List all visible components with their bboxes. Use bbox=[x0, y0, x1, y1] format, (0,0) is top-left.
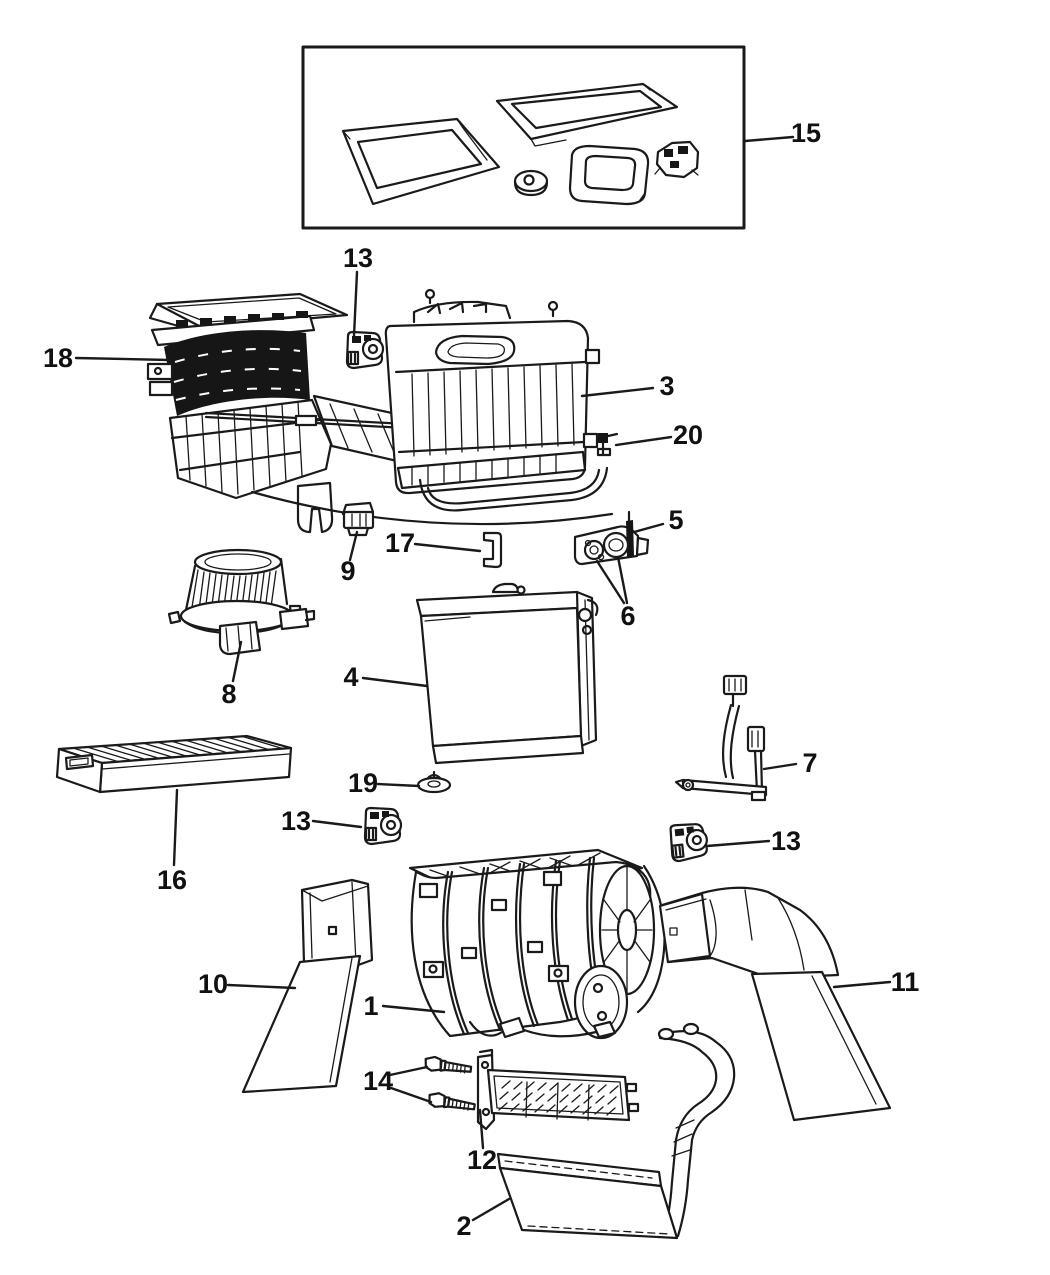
auxiliary-heater-element bbox=[476, 1048, 640, 1131]
callout-9[interactable]: 9 bbox=[340, 530, 359, 586]
evaporator-core bbox=[415, 582, 599, 765]
leader-line bbox=[762, 762, 798, 771]
wiring-harness bbox=[674, 674, 768, 802]
retaining-clip bbox=[596, 432, 619, 457]
cabin-air-filter bbox=[55, 734, 293, 794]
mode-door-actuator-right bbox=[668, 821, 710, 863]
callout-11[interactable]: 11 bbox=[832, 967, 920, 997]
leader-line bbox=[348, 530, 359, 562]
leader-line bbox=[580, 386, 655, 398]
part-number-label[interactable]: 17 bbox=[385, 528, 415, 558]
mounting-bolts bbox=[423, 1054, 477, 1114]
leader-line bbox=[376, 782, 421, 788]
part-number-label[interactable]: 11 bbox=[891, 967, 920, 997]
leader-line bbox=[832, 980, 892, 989]
part-number-label[interactable]: 9 bbox=[340, 556, 355, 586]
callout-13[interactable]: 13 bbox=[281, 806, 363, 836]
leader-line bbox=[614, 435, 673, 447]
callout-1[interactable]: 1 bbox=[363, 991, 446, 1021]
part-number-label[interactable]: 3 bbox=[659, 371, 674, 401]
heater-housing-lower bbox=[408, 848, 666, 1040]
part-number-label[interactable]: 18 bbox=[43, 343, 73, 373]
leader-line bbox=[616, 555, 629, 605]
leader-line bbox=[352, 270, 359, 338]
callout-19[interactable]: 19 bbox=[348, 768, 421, 798]
part-number-label[interactable]: 19 bbox=[348, 768, 378, 798]
callout-10[interactable]: 10 bbox=[198, 969, 297, 999]
leader-line bbox=[478, 1108, 485, 1150]
part-number-label[interactable]: 8 bbox=[221, 679, 236, 709]
callout-7[interactable]: 7 bbox=[762, 748, 818, 778]
callout-20[interactable]: 20 bbox=[614, 420, 703, 450]
evaporator-temp-sensor bbox=[341, 501, 375, 537]
part-number-label[interactable]: 2 bbox=[456, 1211, 471, 1241]
drain-grommet bbox=[416, 770, 452, 794]
callout-8[interactable]: 8 bbox=[221, 640, 243, 709]
part-number-label[interactable]: 7 bbox=[802, 748, 817, 778]
callout-13[interactable]: 13 bbox=[705, 826, 801, 856]
gasket-frame-top bbox=[495, 82, 679, 147]
leader-line bbox=[743, 135, 795, 143]
distribution-duct-right bbox=[658, 886, 892, 1122]
callout-15[interactable]: 15 bbox=[743, 118, 821, 148]
mode-door-actuator-top bbox=[345, 330, 385, 370]
grommet-seal bbox=[513, 169, 549, 197]
callout-14[interactable]: 14 bbox=[363, 1065, 433, 1104]
expansion-valve bbox=[573, 510, 650, 566]
callout-5[interactable]: 5 bbox=[632, 505, 684, 535]
leader-line bbox=[361, 676, 429, 688]
heater-core bbox=[496, 1022, 736, 1240]
leader-line bbox=[595, 559, 626, 605]
leader-line bbox=[311, 819, 363, 829]
tube-clip bbox=[482, 531, 503, 569]
leader-line bbox=[381, 1004, 446, 1014]
part-number-label[interactable]: 4 bbox=[343, 662, 358, 692]
leader-line bbox=[705, 839, 771, 848]
leader-line bbox=[388, 1065, 429, 1077]
part-number-label[interactable]: 14 bbox=[363, 1066, 393, 1096]
duct-seal-ring bbox=[568, 144, 650, 206]
callout-16[interactable]: 16 bbox=[157, 788, 187, 895]
distribution-duct-left bbox=[241, 878, 374, 1094]
part-number-label[interactable]: 20 bbox=[673, 420, 703, 450]
callout-18[interactable]: 18 bbox=[43, 343, 172, 373]
callout-6[interactable]: 6 bbox=[595, 555, 636, 631]
part-number-label[interactable]: 1 bbox=[363, 991, 378, 1021]
leader-line bbox=[74, 356, 172, 362]
part-number-label[interactable]: 15 bbox=[791, 118, 821, 148]
part-number-label[interactable]: 13 bbox=[281, 806, 311, 836]
callout-3[interactable]: 3 bbox=[580, 371, 675, 401]
leader-line bbox=[632, 522, 665, 534]
callout-13[interactable]: 13 bbox=[343, 243, 373, 338]
seal-bracket bbox=[654, 140, 700, 179]
part-number-label[interactable]: 16 bbox=[157, 865, 187, 895]
callout-4[interactable]: 4 bbox=[343, 662, 429, 692]
part-number-label[interactable]: 13 bbox=[771, 826, 801, 856]
leader-line bbox=[389, 1086, 433, 1104]
callout-12[interactable]: 12 bbox=[467, 1108, 497, 1175]
callout-17[interactable]: 17 bbox=[385, 528, 482, 558]
part-number-label[interactable]: 13 bbox=[343, 243, 373, 273]
part-number-label[interactable]: 6 bbox=[620, 601, 635, 631]
blower-motor bbox=[167, 548, 316, 656]
part-number-label[interactable]: 10 bbox=[198, 969, 228, 999]
leader-line bbox=[413, 542, 482, 553]
part-number-label[interactable]: 5 bbox=[668, 505, 683, 535]
seal-kit-box bbox=[301, 45, 746, 230]
gasket-frame-left bbox=[341, 117, 501, 206]
leader-line bbox=[226, 983, 297, 990]
callout-2[interactable]: 2 bbox=[456, 1197, 511, 1241]
leader-line bbox=[231, 640, 243, 683]
leader-line bbox=[471, 1197, 511, 1222]
part-number-label[interactable]: 12 bbox=[467, 1145, 497, 1175]
mode-door-actuator-left bbox=[363, 806, 403, 846]
leader-line bbox=[172, 788, 179, 867]
evaporator-housing bbox=[250, 288, 614, 526]
